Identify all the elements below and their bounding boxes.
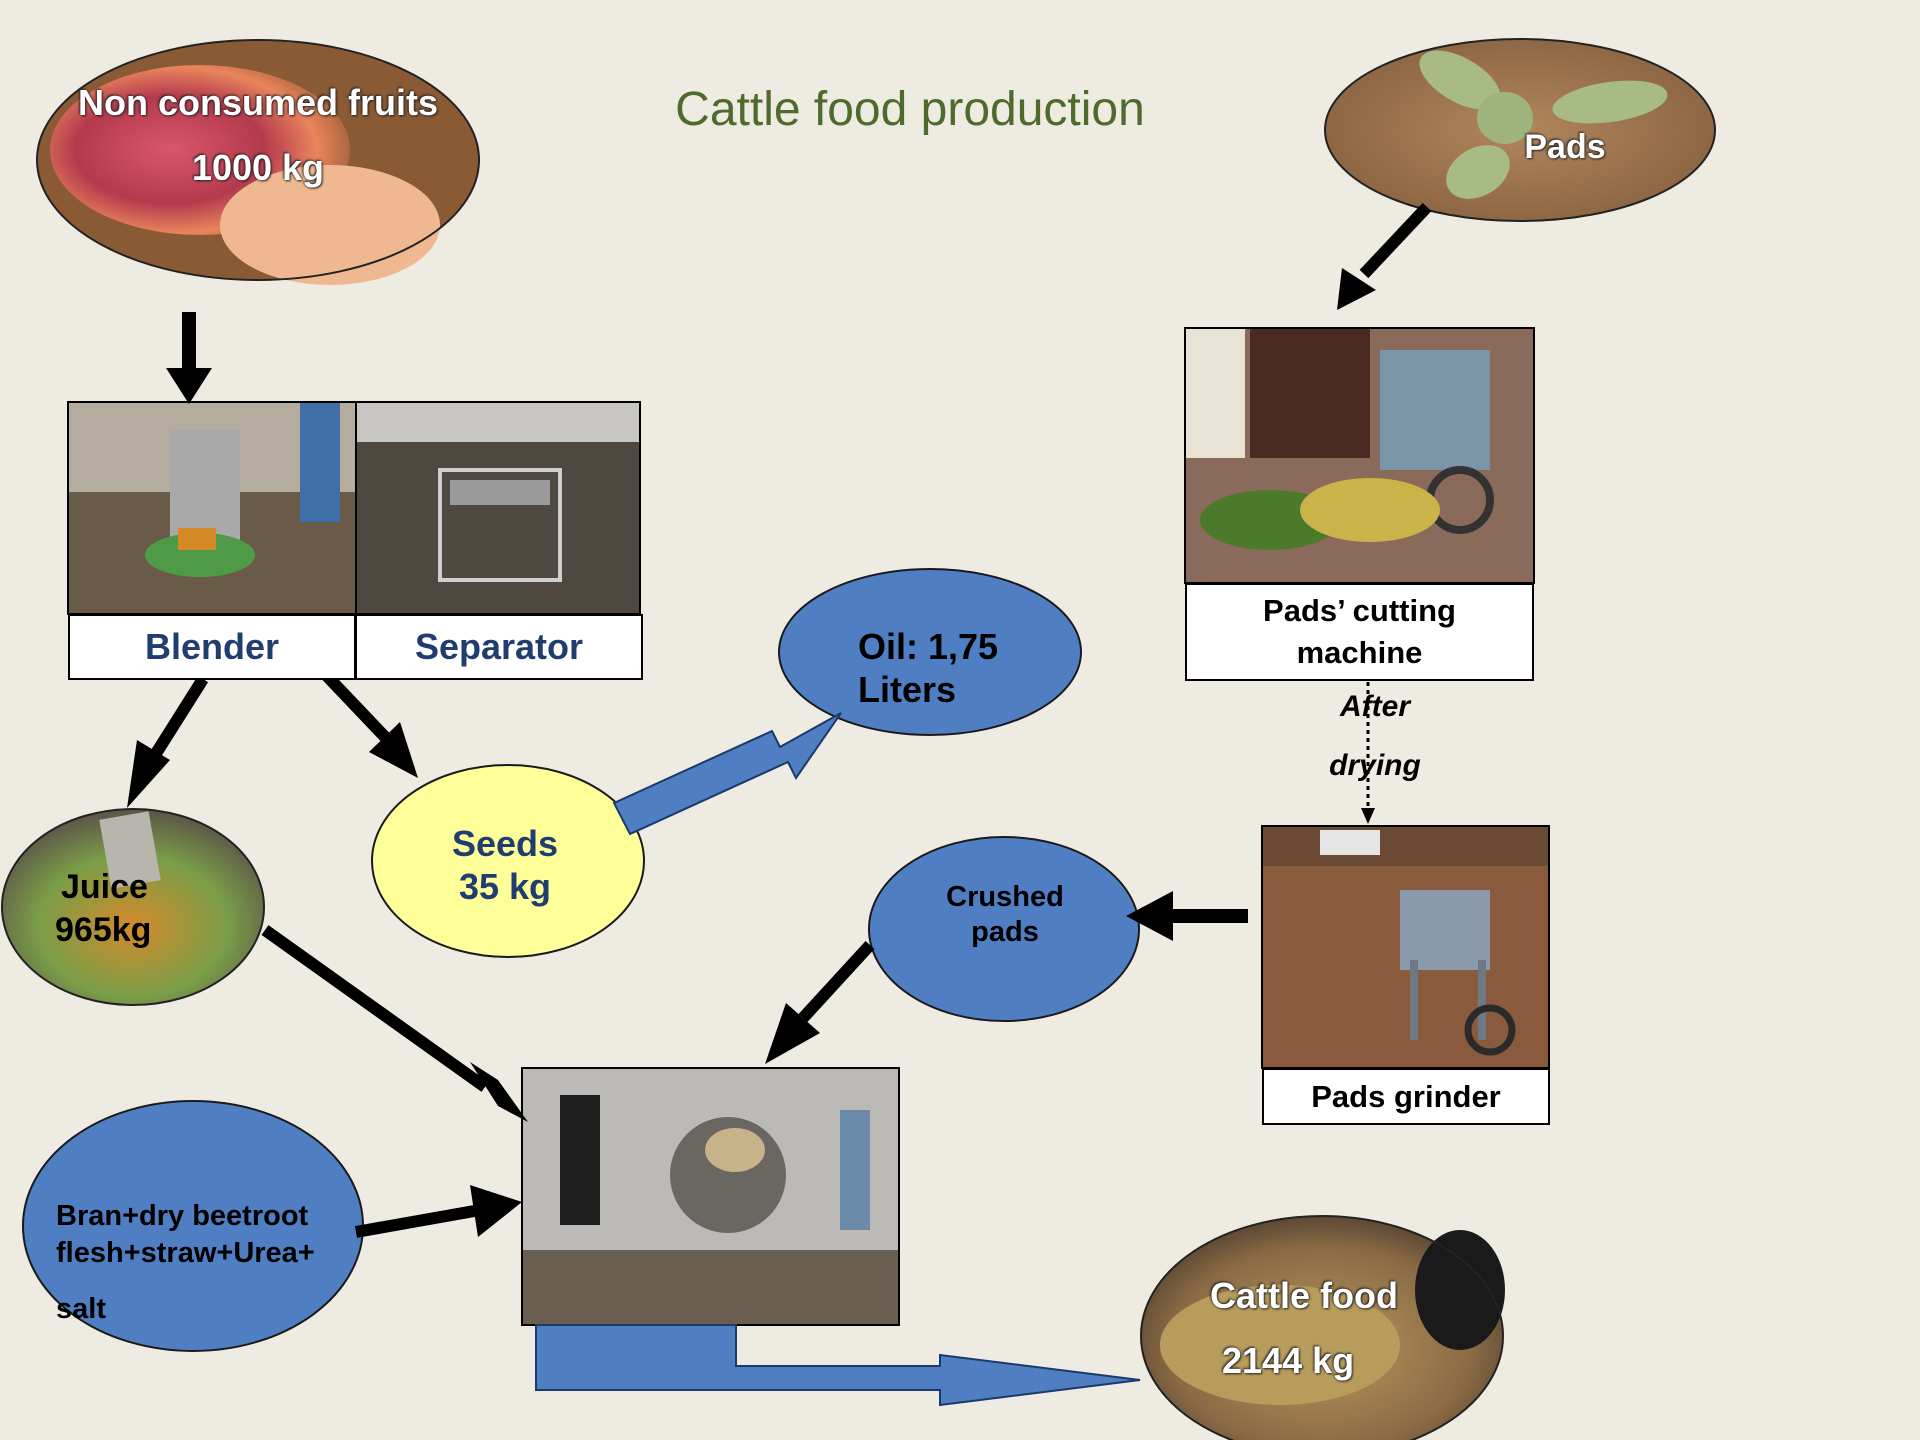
mixer-to-cattle-food-arrow xyxy=(535,1324,1141,1407)
grinder-to-crushed-pads-arrow xyxy=(1126,891,1248,941)
seeds-node xyxy=(371,764,645,958)
separator-caption: Separator xyxy=(355,614,643,680)
blender-to-juice-arrow xyxy=(127,675,209,808)
separator-photo xyxy=(355,401,641,615)
seeds-label: Seeds 35 kg xyxy=(405,823,605,908)
additives-to-mixer-arrow xyxy=(354,1185,522,1238)
crushed-pads-to-mixer-arrow xyxy=(765,940,875,1064)
grinder-caption: Pads grinder xyxy=(1262,1068,1550,1125)
oil-node xyxy=(778,568,1082,736)
pads-label: Pads xyxy=(1524,128,1606,166)
crushed-pads-line2: pads xyxy=(971,916,1039,949)
cutting-machine-line1: Pads’ cutting xyxy=(1263,593,1456,628)
fruits-label: Non consumed fruits 1000 kg xyxy=(58,82,458,189)
additives-line3: salt xyxy=(56,1292,106,1325)
pads-to-cutting-machine-arrow xyxy=(1337,202,1432,310)
crushed-pads-line1: Crushed xyxy=(946,881,1064,913)
juice-name: Juice xyxy=(61,868,148,906)
oil-line2: Liters xyxy=(858,669,957,711)
additives-line1: Bran+dry beetroot xyxy=(56,1200,309,1232)
after-drying-line2: drying xyxy=(1329,748,1421,782)
cattle-food-label: Cattle food 2144 kg xyxy=(1190,1275,1410,1382)
juice-label: Juice 965kg xyxy=(40,868,180,950)
seeds-quantity: 35 kg xyxy=(458,866,552,908)
mixer-photo xyxy=(521,1067,900,1326)
additives-label: Bran+dry beetroot flesh+straw+Urea+ salt xyxy=(56,1200,376,1326)
oil-label: Oil: 1,75 Liters xyxy=(858,626,1058,711)
crushed-pads-node xyxy=(868,836,1140,1022)
fruits-name: Non consumed fruits xyxy=(77,82,439,123)
cutting-to-grinder-dotted-arrow xyxy=(1361,674,1375,824)
pads-photo xyxy=(1324,38,1716,222)
fruits-photo xyxy=(36,39,480,285)
juice-quantity: 965kg xyxy=(55,911,152,950)
crushed-pads-label: Crushed pads xyxy=(905,881,1105,950)
seeds-name: Seeds xyxy=(451,823,559,864)
cattle-food-quantity: 2144 kg xyxy=(1222,1340,1355,1382)
cattle-food-photo xyxy=(1140,1215,1505,1440)
cutting-machine-photo xyxy=(1184,327,1535,584)
page-title: Cattle food production xyxy=(675,83,1145,136)
seeds-to-oil-arrow xyxy=(612,712,842,836)
grinder-photo xyxy=(1261,825,1550,1069)
cutting-machine-caption: Pads’ cutting machine xyxy=(1185,583,1534,681)
fruits-to-blender-arrow xyxy=(166,312,212,404)
after-drying-label: After drying xyxy=(1300,690,1450,783)
cutting-machine-line2: machine xyxy=(1296,635,1423,670)
juice-photo xyxy=(1,808,265,1006)
blender-to-seeds-arrow xyxy=(321,670,418,778)
oil-line1: Oil: 1,75 xyxy=(858,626,999,667)
fruits-quantity: 1000 kg xyxy=(191,147,325,189)
after-drying-line1: After xyxy=(1339,690,1410,723)
additives-line2: flesh+straw+Urea+ xyxy=(56,1237,315,1270)
blender-photo xyxy=(67,401,357,615)
juice-to-mixer-arrow xyxy=(261,925,528,1122)
cattle-food-name: Cattle food xyxy=(1210,1275,1398,1316)
blender-caption: Blender xyxy=(68,614,356,680)
